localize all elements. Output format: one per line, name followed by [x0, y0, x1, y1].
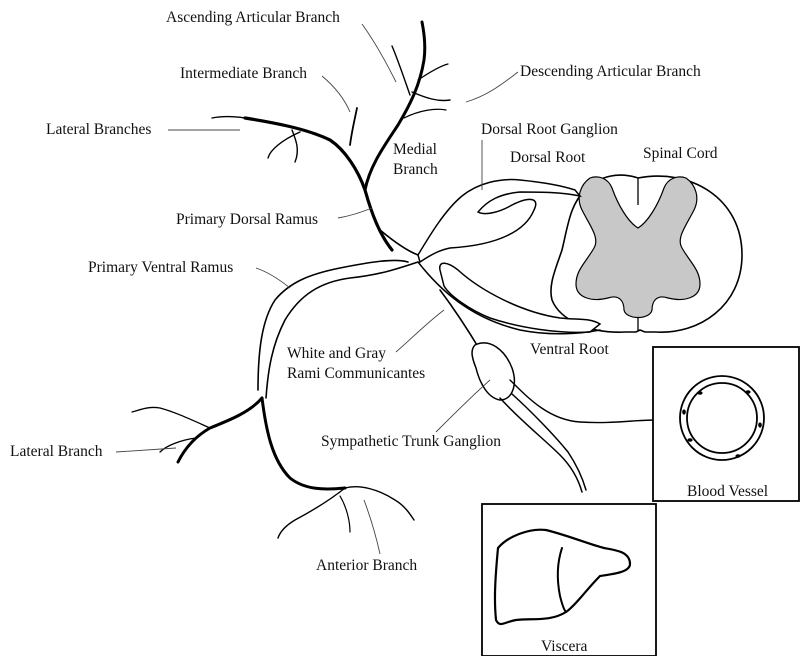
viscera-inset — [482, 504, 656, 656]
lateral-branches-nerve-3 — [212, 117, 245, 119]
sympathetic-trunk-ganglion-shape — [472, 343, 514, 400]
label-white-gray-rami-line2: Rami Communicantes — [287, 365, 425, 382]
leader-primary-ventral-ramus — [256, 268, 290, 288]
spinal-cord — [551, 175, 742, 332]
to-blood-vessel-nerve — [510, 380, 655, 423]
vessel-lumen — [687, 383, 757, 453]
label-spinal-cord: Spinal Cord — [643, 145, 718, 162]
label-primary-dorsal-ramus: Primary Dorsal Ramus — [176, 211, 318, 228]
anterior-branch-twig-3 — [340, 496, 350, 532]
articular-twig-2 — [404, 109, 446, 118]
intermediate-branch-nerve — [350, 108, 357, 145]
vessel-cell-6 — [682, 409, 686, 414]
anterior-branch-twig-1 — [345, 487, 414, 520]
label-blood-vessel: Blood Vessel — [687, 483, 768, 500]
lateral-branch-twig-1 — [132, 407, 210, 428]
to-viscera-nerve — [500, 398, 582, 492]
label-descending-articular-branch: Descending Articular Branch — [520, 63, 701, 80]
leader-ascending-articular — [362, 24, 396, 82]
leader-anterior-branch — [364, 500, 380, 554]
dorsal-root-ganglion-shape — [418, 180, 580, 262]
anterior-branch-twig-2 — [278, 488, 345, 538]
label-sympathetic-trunk-ganglion: Sympathetic Trunk Ganglion — [321, 433, 501, 450]
leader-sympathetic-ganglion — [436, 380, 490, 432]
label-lateral-branches: Lateral Branches — [46, 121, 151, 138]
label-medial-branch-line2: Branch — [393, 161, 438, 178]
ventral-ramus-branches — [132, 398, 414, 538]
lateral-branch-nerve — [178, 398, 262, 462]
vessel-cell-2 — [745, 390, 750, 394]
lateral-branches-nerve-2 — [268, 132, 300, 158]
blood-vessel-inset — [653, 347, 799, 501]
label-viscera: Viscera — [541, 638, 588, 655]
leader-rami-communicantes — [396, 310, 444, 352]
leader-lateral-branch — [116, 448, 176, 452]
dorsal-root — [418, 180, 580, 262]
label-ascending-articular-branch: Ascending Articular Branch — [166, 9, 340, 26]
label-anterior-branch: Anterior Branch — [316, 557, 417, 574]
ascending-articular-nerve — [392, 46, 410, 95]
descending-articular-nerve — [412, 92, 450, 101]
label-medial-branch-line1: Medial — [393, 141, 437, 158]
leader-intermediate — [322, 76, 350, 112]
label-primary-ventral-ramus: Primary Ventral Ramus — [88, 259, 233, 276]
vessel-cell-5 — [735, 454, 740, 458]
label-lateral-branch: Lateral Branch — [10, 443, 103, 460]
vessel-cell-1 — [697, 391, 702, 395]
label-dorsal-root: Dorsal Root — [510, 149, 586, 166]
label-white-gray-rami-line1: White and Gray — [287, 345, 386, 362]
label-dorsal-root-ganglion: Dorsal Root Ganglion — [481, 121, 618, 138]
primary-dorsal-ramus-nerve — [245, 118, 392, 250]
vessel-cell-3 — [758, 422, 762, 427]
vessel-cell-4 — [687, 438, 692, 442]
label-intermediate-branch: Intermediate Branch — [180, 65, 307, 82]
leader-primary-dorsal-ramus — [338, 208, 372, 218]
leader-descending-articular — [466, 72, 518, 102]
label-ventral-root: Ventral Root — [530, 341, 609, 358]
